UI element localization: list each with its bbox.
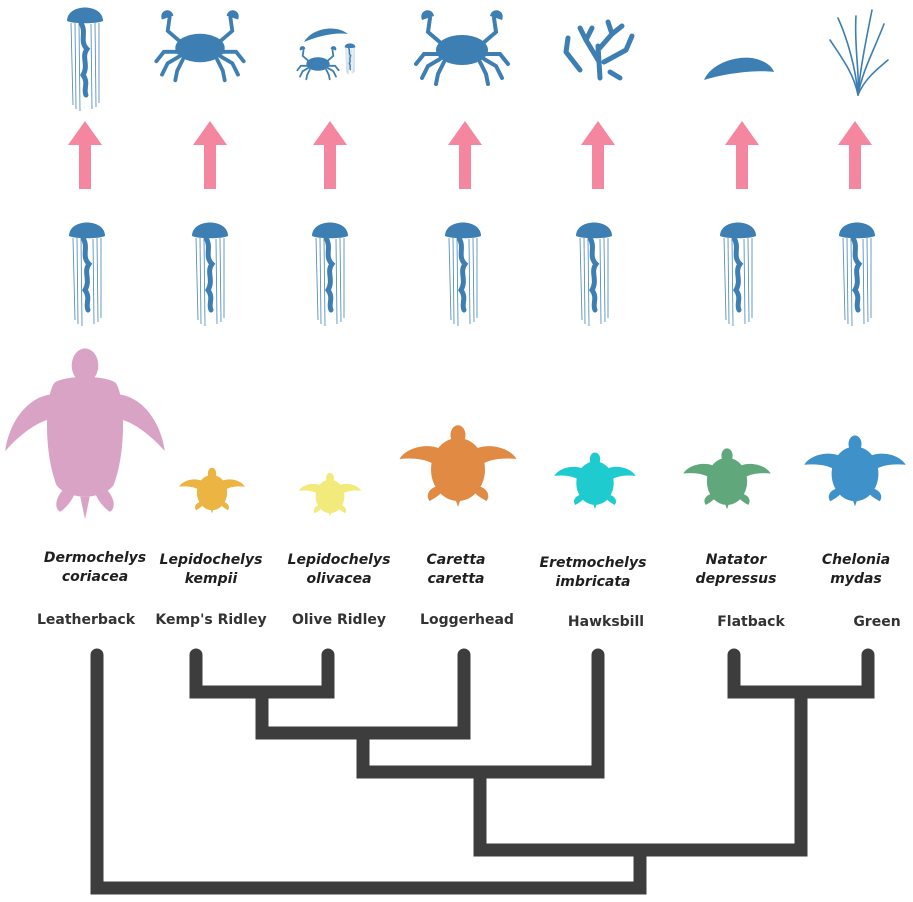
- up-arrow-icon: [193, 121, 227, 189]
- up-arrow-icon: [838, 121, 872, 189]
- leatherback-silhouette: [5, 348, 165, 519]
- species-epithet: imbricata: [513, 573, 673, 592]
- hawksbill-silhouette: [554, 452, 635, 509]
- jellyfish-icon: [720, 223, 756, 327]
- kemps-ridley-silhouette: [179, 468, 245, 514]
- jellyfish-icon: [445, 223, 481, 327]
- sponge-icon: [566, 22, 632, 78]
- jellyfish-icon: [192, 223, 228, 327]
- common-name: Green: [797, 613, 913, 632]
- common-name: Hawksbill: [526, 613, 686, 632]
- crab-icon: [156, 10, 243, 80]
- up-arrow-icon: [725, 121, 759, 189]
- species-epithet: caretta: [376, 570, 536, 589]
- jellyfish-icon: [67, 8, 103, 112]
- juvenile-diet-row: [69, 223, 875, 327]
- up-arrow-icon: [448, 121, 482, 189]
- genus-name: Caretta: [376, 551, 536, 570]
- phylogenetic-tree: [97, 655, 868, 888]
- genus-name: Eretmochelys: [513, 554, 673, 573]
- sea-cucumber-icon: [704, 58, 774, 80]
- turtle-silhouettes: [5, 348, 906, 519]
- common-name: Loggerhead: [387, 611, 547, 630]
- green-silhouette: [804, 436, 905, 507]
- flatback-silhouette: [683, 448, 770, 509]
- diet-row: [67, 8, 888, 112]
- loggerhead-silhouette: [400, 425, 517, 507]
- mixed-invertebrates-icon: [297, 28, 355, 79]
- up-arrow-icon: [313, 121, 347, 189]
- species-epithet: mydas: [776, 570, 913, 589]
- jellyfish-icon: [69, 223, 105, 327]
- jellyfish-icon: [312, 223, 348, 327]
- crab-icon: [416, 10, 508, 84]
- seagrass-icon: [830, 10, 888, 95]
- up-arrow-icon: [581, 121, 615, 189]
- species-label: Chelonia mydas: [776, 551, 913, 589]
- jellyfish-icon: [839, 223, 875, 327]
- species-label: Caretta caretta: [376, 551, 536, 589]
- olive-ridley-silhouette: [299, 473, 361, 517]
- genus-name: Chelonia: [776, 551, 913, 570]
- ontogenetic-shift-arrows: [68, 121, 872, 189]
- species-label: Eretmochelys imbricata: [513, 554, 673, 592]
- up-arrow-icon: [68, 121, 102, 189]
- jellyfish-icon: [576, 223, 612, 327]
